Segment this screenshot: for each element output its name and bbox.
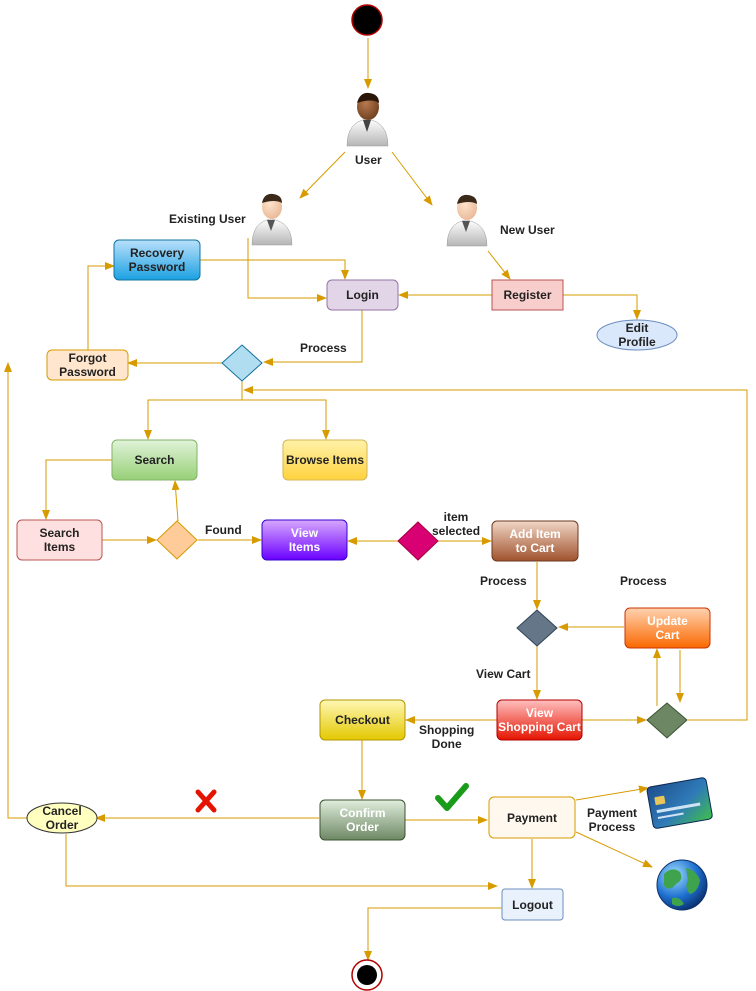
view-cart-label: View Cart [476, 667, 531, 681]
logout-label: Logout [512, 897, 553, 912]
login-decision [221, 344, 263, 382]
view-shopping-cart-box[interactable] [496, 699, 583, 741]
browse-items-box[interactable] [282, 439, 368, 481]
edge-loop-back [243, 386, 748, 721]
edge-cancel-to-logout [65, 834, 498, 890]
credit-card-icon [646, 777, 713, 829]
edge-recovery-to-login [200, 259, 349, 280]
edge-user-to-existing [299, 151, 346, 199]
browse-items-label: Browse Items [285, 453, 365, 467]
search-box[interactable] [111, 439, 198, 481]
view-items-label: View Items [288, 526, 321, 554]
payment-label: Payment [506, 810, 558, 825]
edge-newuser-to-register [487, 250, 511, 280]
forgot-password-label: Forgot Password [59, 351, 116, 379]
cart-decision [516, 609, 558, 647]
edge-forgot-to-recovery [87, 262, 115, 350]
edit-profile-node[interactable] [596, 319, 678, 351]
found-label: Found [205, 523, 242, 537]
recovery-password-label: Recovery Password [128, 246, 186, 274]
edge-search-to-searchitems [42, 459, 112, 520]
process-update-label: Process [620, 574, 667, 588]
edge-user-to-new [391, 151, 433, 206]
payment-process-label: Payment Process [587, 806, 638, 834]
edge-found-to-search [171, 480, 180, 522]
view-shopping-cart-label: View Shopping Cart [498, 706, 581, 734]
confirm-check-icon [435, 783, 469, 811]
edge-decision-down [144, 380, 243, 440]
add-item-to-cart-label: Add Item to Cart [509, 527, 561, 555]
flow-edges [3, 38, 748, 961]
register-box[interactable] [491, 279, 564, 311]
user-label: User [355, 153, 382, 167]
item-selected-decision [397, 521, 439, 561]
recovery-password-box[interactable] [113, 239, 201, 281]
search-items-box[interactable] [16, 519, 103, 561]
start-node [351, 4, 383, 36]
add-item-to-cart-box[interactable] [491, 520, 579, 562]
process-login-label: Process [300, 341, 347, 355]
update-decision [646, 702, 688, 739]
update-cart-label: Update Cart [647, 614, 688, 642]
edge-login-to-decision [263, 310, 363, 366]
logout-box[interactable] [501, 888, 564, 921]
user-actor-icon [346, 92, 389, 147]
confirm-order-label: Confirm Order [339, 806, 386, 834]
new-user-actor-icon [446, 194, 488, 247]
search-items-label: Search Items [39, 526, 80, 554]
edge-cancel-to-top [3, 362, 27, 819]
edge-payment-to-globe [575, 831, 653, 868]
found-decision [156, 520, 198, 560]
login-label: Login [346, 288, 379, 302]
forgot-password-box[interactable] [46, 349, 129, 381]
edge-decision-to-browse [242, 399, 330, 440]
process-add-label: Process [480, 574, 527, 588]
existing-user-actor-icon [251, 193, 293, 246]
edge-existing-to-login [247, 238, 327, 302]
cancel-order-label: Cancel Order [42, 804, 82, 832]
edge-logout-to-end [364, 907, 502, 961]
edge-register-to-editprofile [563, 294, 641, 320]
register-label: Register [503, 288, 552, 302]
checkout-box[interactable] [319, 699, 406, 741]
search-label: Search [134, 453, 175, 467]
login-box[interactable] [326, 279, 399, 311]
end-node [351, 959, 383, 991]
globe-icon [656, 859, 708, 911]
edit-profile-label: Edit Profile [618, 321, 656, 349]
view-items-box[interactable] [261, 519, 348, 561]
payment-box[interactable] [488, 796, 576, 839]
item-selected-label: item selected [432, 510, 481, 538]
cancel-x-icon [195, 789, 217, 813]
checkout-label: Checkout [335, 713, 390, 727]
edge-payment-to-card [575, 785, 649, 801]
existing-user-label: Existing User [169, 212, 246, 226]
shopping-done-label: Shopping Done [419, 723, 475, 751]
update-cart-box[interactable] [624, 607, 711, 649]
cancel-order-node[interactable] [26, 802, 98, 834]
confirm-order-box[interactable] [319, 799, 406, 841]
new-user-label: New User [500, 223, 555, 237]
